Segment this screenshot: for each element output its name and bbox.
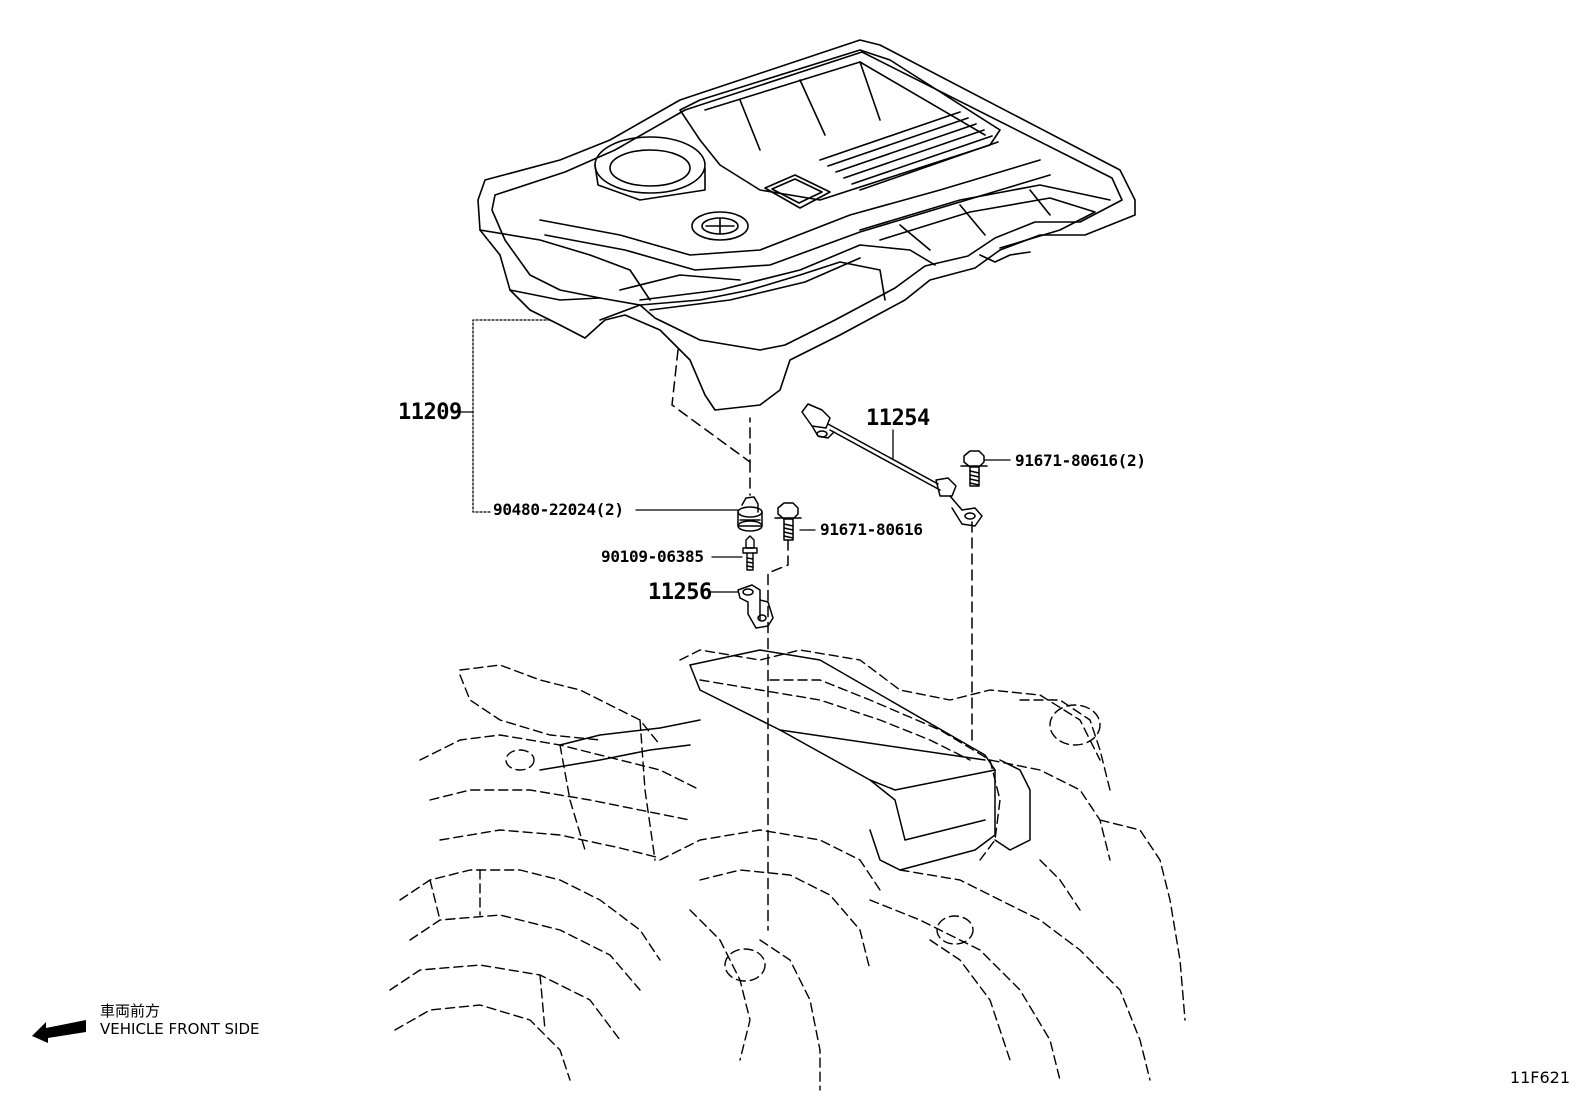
ground-strap-illustration	[801, 403, 983, 527]
callout-90480-22024: 90480-22024(2)	[493, 500, 624, 519]
figure-id: 11F621	[1509, 1068, 1570, 1087]
callout-11256: 11256	[648, 580, 712, 605]
intake-plenum-illustration	[539, 649, 1031, 871]
callout-11209: 11209	[398, 400, 462, 425]
callout-91671-80616: 91671-80616	[820, 520, 923, 539]
leader-lines	[458, 319, 1011, 593]
bolt-illustration	[774, 502, 802, 541]
callout-90109-06385: 90109-06385	[601, 547, 704, 566]
grommet-illustration	[737, 496, 763, 532]
callout-11254: 11254	[866, 406, 930, 431]
assembly-lines	[671, 349, 973, 931]
bolt-illustration-2	[960, 450, 988, 487]
bracket-illustration	[737, 584, 774, 629]
callout-91671-80616-2: 91671-80616(2)	[1015, 451, 1146, 470]
vehicle-front-label-jp: 車両前方	[100, 1002, 161, 1020]
engine-illustration	[389, 649, 1186, 1091]
engine-cover-illustration	[477, 39, 1136, 411]
arrow-left-icon	[32, 1020, 86, 1043]
vehicle-front-label: VEHICLE FRONT SIDE	[100, 1020, 260, 1038]
stud-illustration	[742, 535, 758, 571]
